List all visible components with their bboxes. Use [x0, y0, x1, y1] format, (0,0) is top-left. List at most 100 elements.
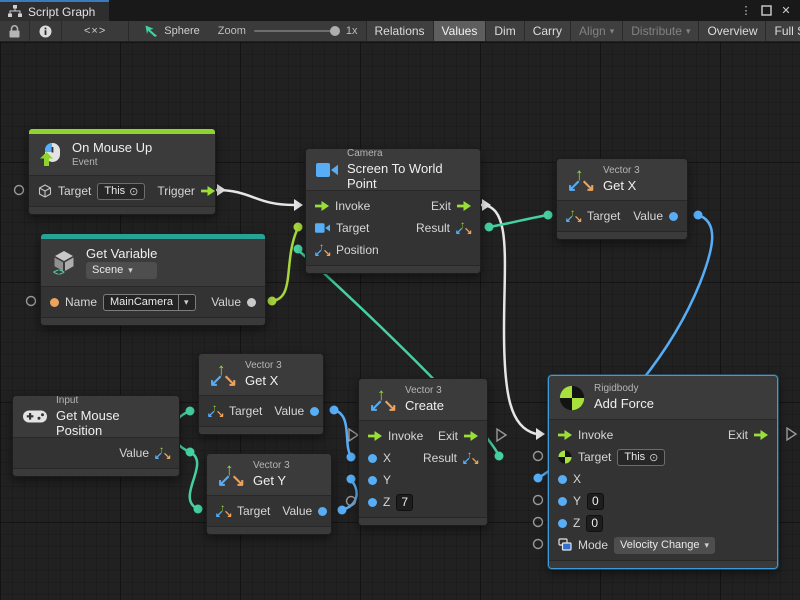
flow-arrow-icon[interactable]: [558, 430, 572, 440]
this-target-pill[interactable]: This⊙: [97, 183, 145, 200]
close-icon[interactable]: ✕: [778, 3, 794, 19]
port-label: Mode: [578, 538, 608, 552]
toolbar-button-dim[interactable]: Dim: [485, 21, 523, 41]
port-label: Position: [336, 243, 379, 257]
port-label: Invoke: [335, 199, 370, 213]
node-get-mouse-position[interactable]: Input Get Mouse Position Value ↑↙↘: [12, 395, 180, 477]
dropdown-caret-icon: ▾: [686, 27, 691, 36]
graph-nest-icon: [145, 25, 158, 37]
x-port-dot[interactable]: [558, 475, 567, 484]
value-port-dot[interactable]: [318, 507, 327, 516]
toolbar-button-overview[interactable]: Overview: [698, 21, 765, 41]
rigidbody-icon[interactable]: [558, 450, 572, 464]
flow-arrow-icon[interactable]: [315, 201, 329, 211]
vector3-icon[interactable]: ↑↙↘: [155, 446, 170, 461]
graph-toolbar: <×> Sphere Zoom 1x RelationsValuesDimCar…: [0, 21, 800, 42]
graph-name-label: Sphere: [164, 25, 199, 37]
toolbar-button-fullscreen[interactable]: Full Screen: [765, 21, 800, 41]
gamepad-icon: [23, 409, 47, 424]
node-category: Vector 3: [603, 165, 640, 177]
node-vector3-create[interactable]: ↑↙↘ Vector 3 Create Invoke Exit X Result…: [358, 378, 488, 526]
camera-icon[interactable]: [315, 223, 330, 233]
node-get-y[interactable]: ↑↙↘ Vector 3 Get Y ↑↙↘ Target Value: [206, 453, 332, 535]
zoom-slider-knob[interactable]: [330, 26, 340, 36]
tab-script-graph[interactable]: Script Graph: [0, 0, 109, 21]
port-label: Target: [336, 221, 369, 235]
lock-button[interactable]: [0, 21, 30, 41]
node-get-x-mid[interactable]: ↑↙↘ Vector 3 Get X ↑↙↘ Target Value: [198, 353, 324, 435]
tab-bar: Script Graph ⋮ ✕: [0, 0, 800, 21]
port-label: Name: [65, 295, 97, 309]
z-port-dot[interactable]: [558, 519, 567, 528]
flow-arrow-icon[interactable]: [201, 186, 215, 196]
value-port-dot[interactable]: [310, 407, 319, 416]
maximize-icon[interactable]: [758, 3, 774, 19]
port-label: Target: [58, 184, 91, 198]
force-mode-dropdown[interactable]: Velocity Change▾: [614, 537, 715, 554]
node-get-x-top[interactable]: ↑↙↘ Vector 3 Get X ↑↙↘ Target Value: [556, 158, 688, 240]
edit-code-button[interactable]: <×>: [62, 21, 129, 41]
vector3-icon[interactable]: ↑↙↘: [315, 243, 330, 258]
vector3-icon[interactable]: ↑↙↘: [208, 404, 223, 419]
port-label: Invoke: [578, 428, 613, 442]
window-menu-icon[interactable]: ⋮: [738, 3, 754, 19]
port-label: Value: [282, 504, 312, 518]
node-screen-to-world-point[interactable]: Camera Screen To World Point Invoke Exit…: [305, 148, 481, 274]
toolbar-button-relations[interactable]: Relations: [366, 21, 433, 41]
y-value-field[interactable]: 0: [587, 493, 604, 510]
mouse-up-icon: [39, 143, 63, 167]
z-value-field[interactable]: 7: [396, 494, 413, 511]
node-category: Camera: [347, 148, 470, 160]
flow-arrow-icon[interactable]: [464, 431, 478, 441]
vector3-icon[interactable]: ↑↙↘: [463, 451, 478, 466]
port-label: Exit: [438, 429, 458, 443]
node-category: Rigidbody: [594, 383, 654, 395]
port-label: Exit: [728, 428, 748, 442]
this-target-pill[interactable]: This⊙: [617, 449, 665, 466]
node-subtitle: Event: [72, 157, 152, 169]
toolbar-button-carry[interactable]: Carry: [524, 21, 570, 41]
graph-icon: [8, 5, 22, 18]
node-title: Get X: [603, 178, 640, 193]
flow-arrow-icon[interactable]: [457, 201, 471, 211]
variable-icon: <>: [51, 250, 77, 276]
value-port-dot[interactable]: [669, 212, 678, 221]
variable-name-dropdown[interactable]: MainCamera▾: [103, 294, 196, 311]
rigidbody-icon: [559, 385, 585, 411]
node-title: Add Force: [594, 396, 654, 411]
vector3-icon[interactable]: ↑↙↘: [216, 504, 231, 519]
value-port-dot[interactable]: [247, 298, 256, 307]
node-add-force[interactable]: Rigidbody Add Force Invoke Exit Target T…: [548, 375, 778, 569]
port-label: Target: [578, 450, 611, 464]
node-category: Vector 3: [245, 360, 282, 372]
zoom-slider[interactable]: [254, 30, 338, 32]
toolbar-button-distribute: Distribute▾: [622, 21, 698, 41]
port-label: Trigger: [157, 184, 195, 198]
node-title: Get Y: [253, 473, 290, 488]
x-port-dot[interactable]: [368, 454, 377, 463]
vector3-icon[interactable]: ↑↙↘: [456, 221, 471, 236]
node-category: Vector 3: [405, 385, 444, 397]
name-port-dot[interactable]: [50, 298, 59, 307]
flow-arrow-icon[interactable]: [754, 430, 768, 440]
flow-arrow-icon[interactable]: [368, 431, 382, 441]
y-port-dot[interactable]: [558, 497, 567, 506]
z-value-field[interactable]: 0: [586, 515, 603, 532]
toolbar-view-buttons: RelationsValuesDimCarryAlign▾Distribute▾…: [366, 21, 800, 41]
node-get-variable[interactable]: <> Get Variable Scene▾ Name MainCamera▾ …: [40, 233, 266, 326]
port-label: X: [573, 472, 581, 486]
z-port-dot[interactable]: [368, 498, 377, 507]
node-category: Vector 3: [253, 460, 290, 472]
y-port-dot[interactable]: [368, 476, 377, 485]
toolbar-button-values[interactable]: Values: [433, 21, 486, 41]
svg-text:<>: <>: [53, 267, 65, 276]
port-label: Z: [573, 516, 580, 530]
node-title: Get X: [245, 373, 282, 388]
node-on-mouse-up[interactable]: On Mouse Up Event Target This⊙ Trigger: [28, 128, 216, 215]
port-label: Invoke: [388, 429, 423, 443]
enum-icon: [558, 538, 572, 552]
variable-scope-dropdown[interactable]: Scene▾: [86, 262, 157, 279]
toolbar-button-align: Align▾: [570, 21, 622, 41]
vector3-icon[interactable]: ↑↙↘: [566, 209, 581, 224]
info-button[interactable]: [30, 21, 62, 41]
